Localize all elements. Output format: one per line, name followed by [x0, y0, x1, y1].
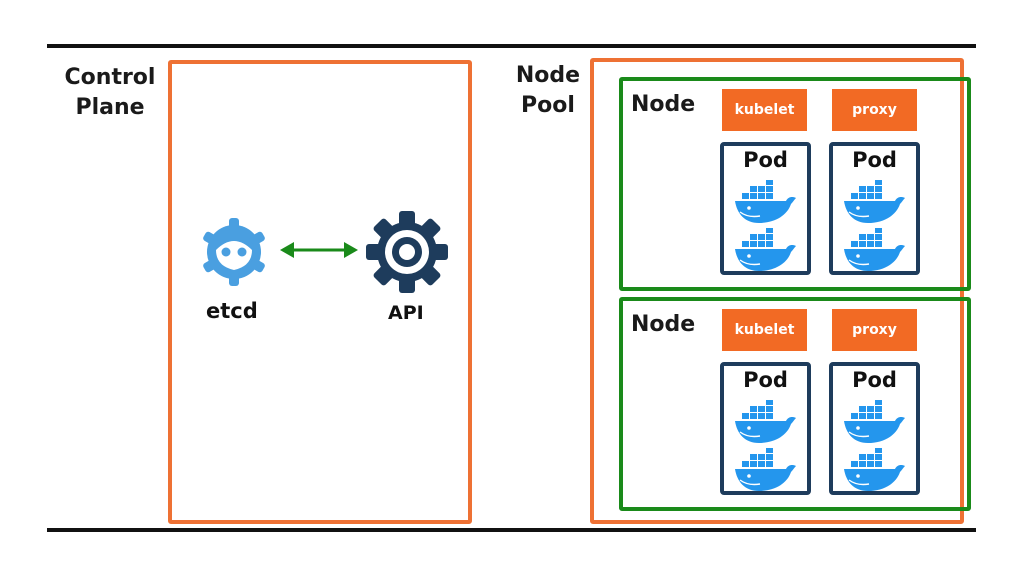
docker-whale-icon — [734, 400, 797, 444]
kubelet-tag: kubelet — [722, 89, 807, 131]
pod: Pod — [829, 362, 920, 495]
node-pool-title-line1: Node — [515, 63, 581, 88]
docker-whale-icon — [843, 448, 906, 492]
docker-whale-icon — [843, 400, 906, 444]
node-box — [619, 77, 971, 291]
bottom-rule — [47, 528, 976, 532]
etcd-icon — [203, 218, 265, 286]
node-label: Node — [631, 312, 696, 337]
proxy-tag: proxy — [832, 89, 917, 131]
proxy-tag: proxy — [832, 309, 917, 351]
pod-label: Pod — [852, 148, 897, 172]
pod-label: Pod — [743, 368, 788, 392]
etcd-label: etcd — [206, 299, 258, 323]
control-plane-title: Control Plane — [52, 63, 168, 123]
docker-whale-icon — [734, 448, 797, 492]
node-pool-box — [590, 58, 964, 524]
docker-whale-icon — [734, 180, 797, 224]
api-label: API — [388, 302, 424, 324]
node-pool-title: Node Pool — [500, 61, 596, 121]
pod-label: Pod — [743, 148, 788, 172]
node-label: Node — [631, 92, 696, 117]
gear-icon — [366, 211, 448, 293]
docker-whale-icon — [843, 228, 906, 272]
pod: Pod — [720, 362, 811, 495]
control-plane-title-line2: Plane — [75, 95, 145, 120]
control-plane-box: etcd API — [168, 60, 472, 524]
top-rule — [47, 44, 976, 48]
control-plane-title-line1: Control — [64, 65, 156, 90]
pod-label: Pod — [852, 368, 897, 392]
pod: Pod — [829, 142, 920, 275]
docker-whale-icon — [734, 228, 797, 272]
node-pool-title-line2: Pool — [521, 93, 575, 118]
node-box — [619, 297, 971, 511]
double-arrow-icon — [280, 242, 358, 258]
kubelet-tag: kubelet — [722, 309, 807, 351]
pod: Pod — [720, 142, 811, 275]
docker-whale-icon — [843, 180, 906, 224]
